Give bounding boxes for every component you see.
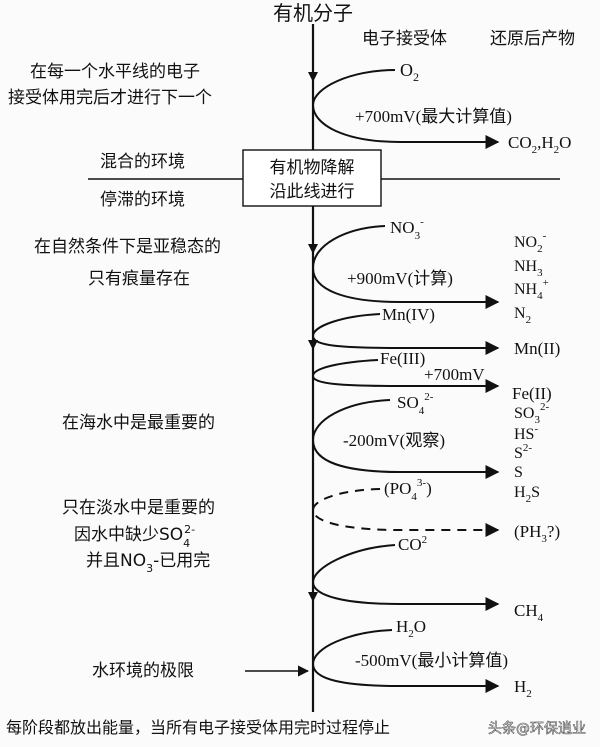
o2-reduction-curve: [311, 69, 500, 149]
note-freshwater-line1: 只在淡水中是重要的: [62, 498, 215, 518]
product-column-header: 还原后产物: [490, 29, 575, 49]
note-sequence-line2: 接受体用完后才进行下一个: [8, 88, 212, 108]
co2-product-label: CH4: [514, 601, 544, 624]
so4-potential-label: -200mV(观察): [343, 431, 445, 450]
acceptor-column-header: 电子接受体: [362, 29, 447, 49]
note-metastable-line1: 在自然条件下是亚稳态的: [34, 237, 221, 257]
o2-potential-label: +700mV(最大计算值): [355, 107, 512, 126]
note-freshwater-line3: 并且NO3-已用完: [86, 551, 210, 575]
so4-product-h2s: H2S: [514, 484, 540, 505]
h2o-acceptor-label: H2O: [396, 617, 426, 640]
no3-potential-label: +900mV(计算): [347, 269, 453, 288]
so4-product-hs: HS-: [514, 423, 538, 443]
so4-product-so3: SO32-: [514, 401, 549, 426]
box-line2: 沿此线进行: [270, 182, 355, 202]
no3-product-no2: NO2-: [514, 230, 547, 255]
watermark-text: 头条@环保逍业: [488, 720, 586, 737]
note-stagnant-environment: 停滞的环境: [100, 190, 185, 210]
so4-product-s: S: [514, 464, 523, 481]
note-water-limit: 水环境的极限: [92, 661, 194, 681]
so4-acceptor-label: SO42-: [397, 391, 434, 417]
h2o-potential-label: -500mV(最小计算值): [355, 651, 508, 670]
co2-reduction-curve: [311, 544, 500, 611]
mn-reduction-curve: [311, 313, 500, 355]
so4-reduction-curve: [311, 399, 500, 479]
title-organic-molecule: 有机分子: [273, 1, 353, 25]
no3-product-n2: N2: [514, 305, 531, 326]
po4-acceptor-label: (PO43-): [384, 477, 432, 503]
mn-acceptor-label: Mn(IV): [382, 305, 435, 324]
fe-reduction-curve: [311, 359, 500, 393]
so4-product-s2: S2-: [514, 442, 532, 462]
note-mixed-environment: 混合的环境: [100, 152, 185, 172]
o2-product-label: CO2,H2O: [508, 133, 571, 156]
note-sequence-line1: 在每一个水平线的电子: [30, 62, 200, 82]
note-metastable-line2: 只有痕量存在: [88, 269, 190, 289]
po4-reduction-curve: [311, 488, 500, 537]
degradation-path-box: [242, 149, 382, 207]
note-freshwater-line2: 因水中缺少SO42-: [74, 523, 195, 550]
mn-product-label: Mn(II): [514, 339, 560, 358]
axis-down-arrow: [308, 244, 318, 254]
po4-product-label: (PH3?): [514, 522, 560, 545]
axis-down-arrow: [308, 340, 318, 350]
no3-product-nh4: NH4+: [514, 277, 549, 302]
h2o-reduction-curve: [311, 629, 500, 693]
no3-acceptor-label: NO3-: [390, 216, 424, 242]
fe-product-label: Fe(II): [512, 384, 552, 403]
note-seawater: 在海水中是最重要的: [62, 413, 215, 433]
axis-down-arrow: [308, 72, 318, 82]
h2o-product-label: H2: [514, 677, 532, 700]
axis-down-arrow: [308, 592, 318, 602]
box-line1: 有机物降解: [270, 158, 355, 178]
fe-acceptor-label: Fe(III): [380, 349, 425, 368]
co2-acceptor-label: CO2: [398, 534, 427, 554]
o2-acceptor-label: O2: [400, 60, 419, 84]
no3-product-nh3: NH3: [514, 258, 543, 279]
footer-caption: 每阶段都放出能量，当所有电子接受体用完时过程停止: [6, 718, 390, 737]
no3-reduction-curve: [311, 225, 500, 309]
fe-potential-label: +700mV: [424, 365, 485, 384]
